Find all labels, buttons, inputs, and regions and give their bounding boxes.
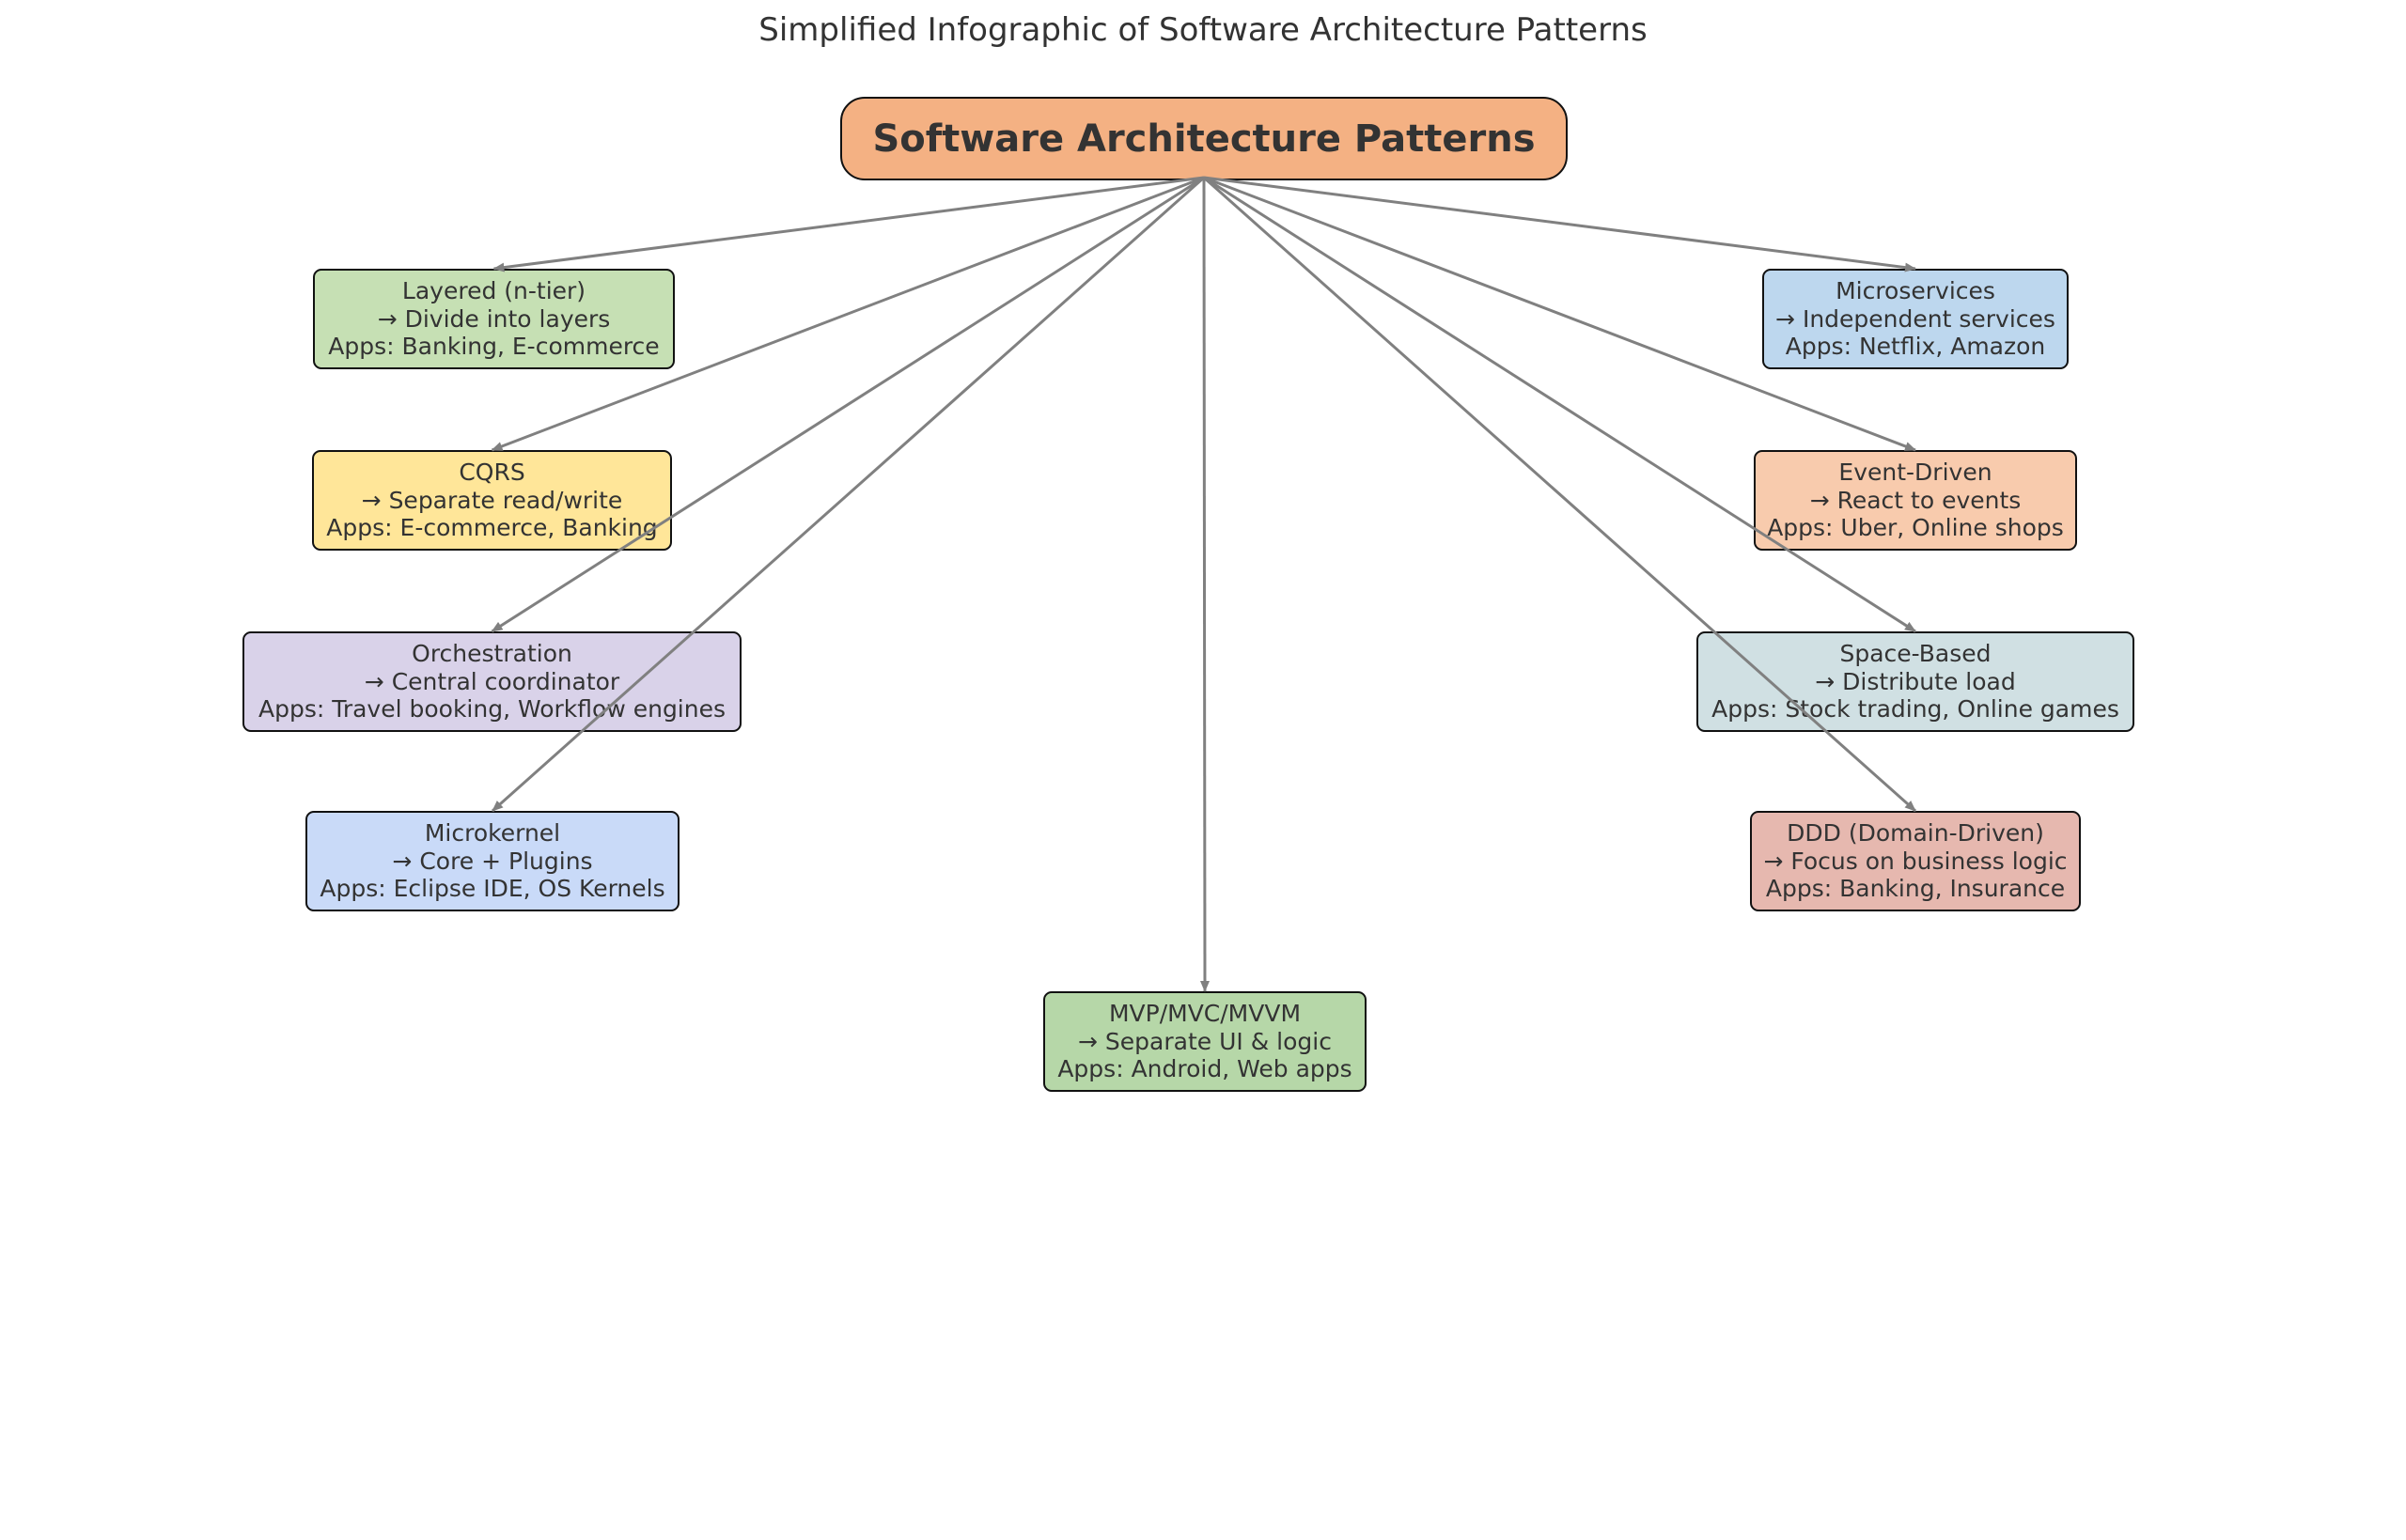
node-description: → Independent services bbox=[1775, 304, 2055, 333]
node-apps: Apps: Banking, E-commerce bbox=[328, 333, 660, 361]
arrow-to-mvp-mvc-mvvm bbox=[1199, 177, 1210, 992]
diagram-title: Simplified Infographic of Software Archi… bbox=[758, 11, 1648, 49]
node-description: → Central coordinator bbox=[364, 667, 620, 695]
root-node-label: Software Architecture Patterns bbox=[872, 117, 1536, 161]
node-microservices: Microservices → Independent services App… bbox=[1762, 269, 2069, 369]
arrow-to-space-based bbox=[1203, 176, 1916, 633]
node-apps: Apps: Uber, Online shops bbox=[1767, 514, 2064, 542]
node-apps: Apps: Travel booking, Workflow engines bbox=[258, 695, 726, 723]
arrow-to-microservices bbox=[1203, 176, 1916, 272]
node-apps: Apps: Netflix, Amazon bbox=[1785, 333, 2046, 361]
arrow-to-orchestration bbox=[491, 176, 1205, 633]
node-event-driven: Event-Driven → React to events Apps: Ube… bbox=[1754, 450, 2077, 551]
node-description: → Divide into layers bbox=[377, 304, 611, 333]
node-apps: Apps: Banking, Insurance bbox=[1765, 875, 2066, 903]
node-name: CQRS bbox=[459, 459, 525, 487]
node-orchestration: Orchestration → Central coordinator Apps… bbox=[242, 631, 742, 732]
node-name: MVP/MVC/MVVM bbox=[1108, 1000, 1302, 1028]
node-name: Space-Based bbox=[1839, 640, 1992, 668]
arrow-to-layered bbox=[492, 176, 1205, 272]
node-ddd: DDD (Domain-Driven) → Focus on business … bbox=[1750, 811, 2081, 911]
node-description: → Core + Plugins bbox=[392, 847, 593, 875]
node-name: Event-Driven bbox=[1838, 459, 1992, 487]
node-cqrs: CQRS → Separate read/write Apps: E-comme… bbox=[312, 450, 672, 551]
node-apps: Apps: E-commerce, Banking bbox=[326, 514, 658, 542]
node-apps: Apps: Stock trading, Online games bbox=[1711, 695, 2119, 723]
node-microkernel: Microkernel → Core + Plugins Apps: Eclip… bbox=[305, 811, 680, 911]
node-name: Orchestration bbox=[412, 640, 572, 668]
node-description: → Separate UI & logic bbox=[1078, 1027, 1332, 1055]
node-name: Microservices bbox=[1836, 277, 1995, 305]
node-description: → React to events bbox=[1809, 486, 2022, 514]
node-apps: Apps: Eclipse IDE, OS Kernels bbox=[320, 875, 665, 903]
node-name: Layered (n-tier) bbox=[401, 277, 586, 305]
node-description: → Distribute load bbox=[1815, 667, 2016, 695]
root-node: Software Architecture Patterns bbox=[840, 97, 1568, 180]
node-layered: Layered (n-tier) → Divide into layers Ap… bbox=[313, 269, 675, 369]
node-name: Microkernel bbox=[424, 819, 561, 848]
node-space-based: Space-Based → Distribute load Apps: Stoc… bbox=[1696, 631, 2134, 732]
node-mvp-mvc-mvvm: MVP/MVC/MVVM → Separate UI & logic Apps:… bbox=[1043, 991, 1367, 1092]
node-apps: Apps: Android, Web apps bbox=[1057, 1055, 1352, 1083]
node-description: → Separate read/write bbox=[361, 486, 623, 514]
node-description: → Focus on business logic bbox=[1763, 847, 2068, 875]
node-name: DDD (Domain-Driven) bbox=[1787, 819, 2044, 848]
